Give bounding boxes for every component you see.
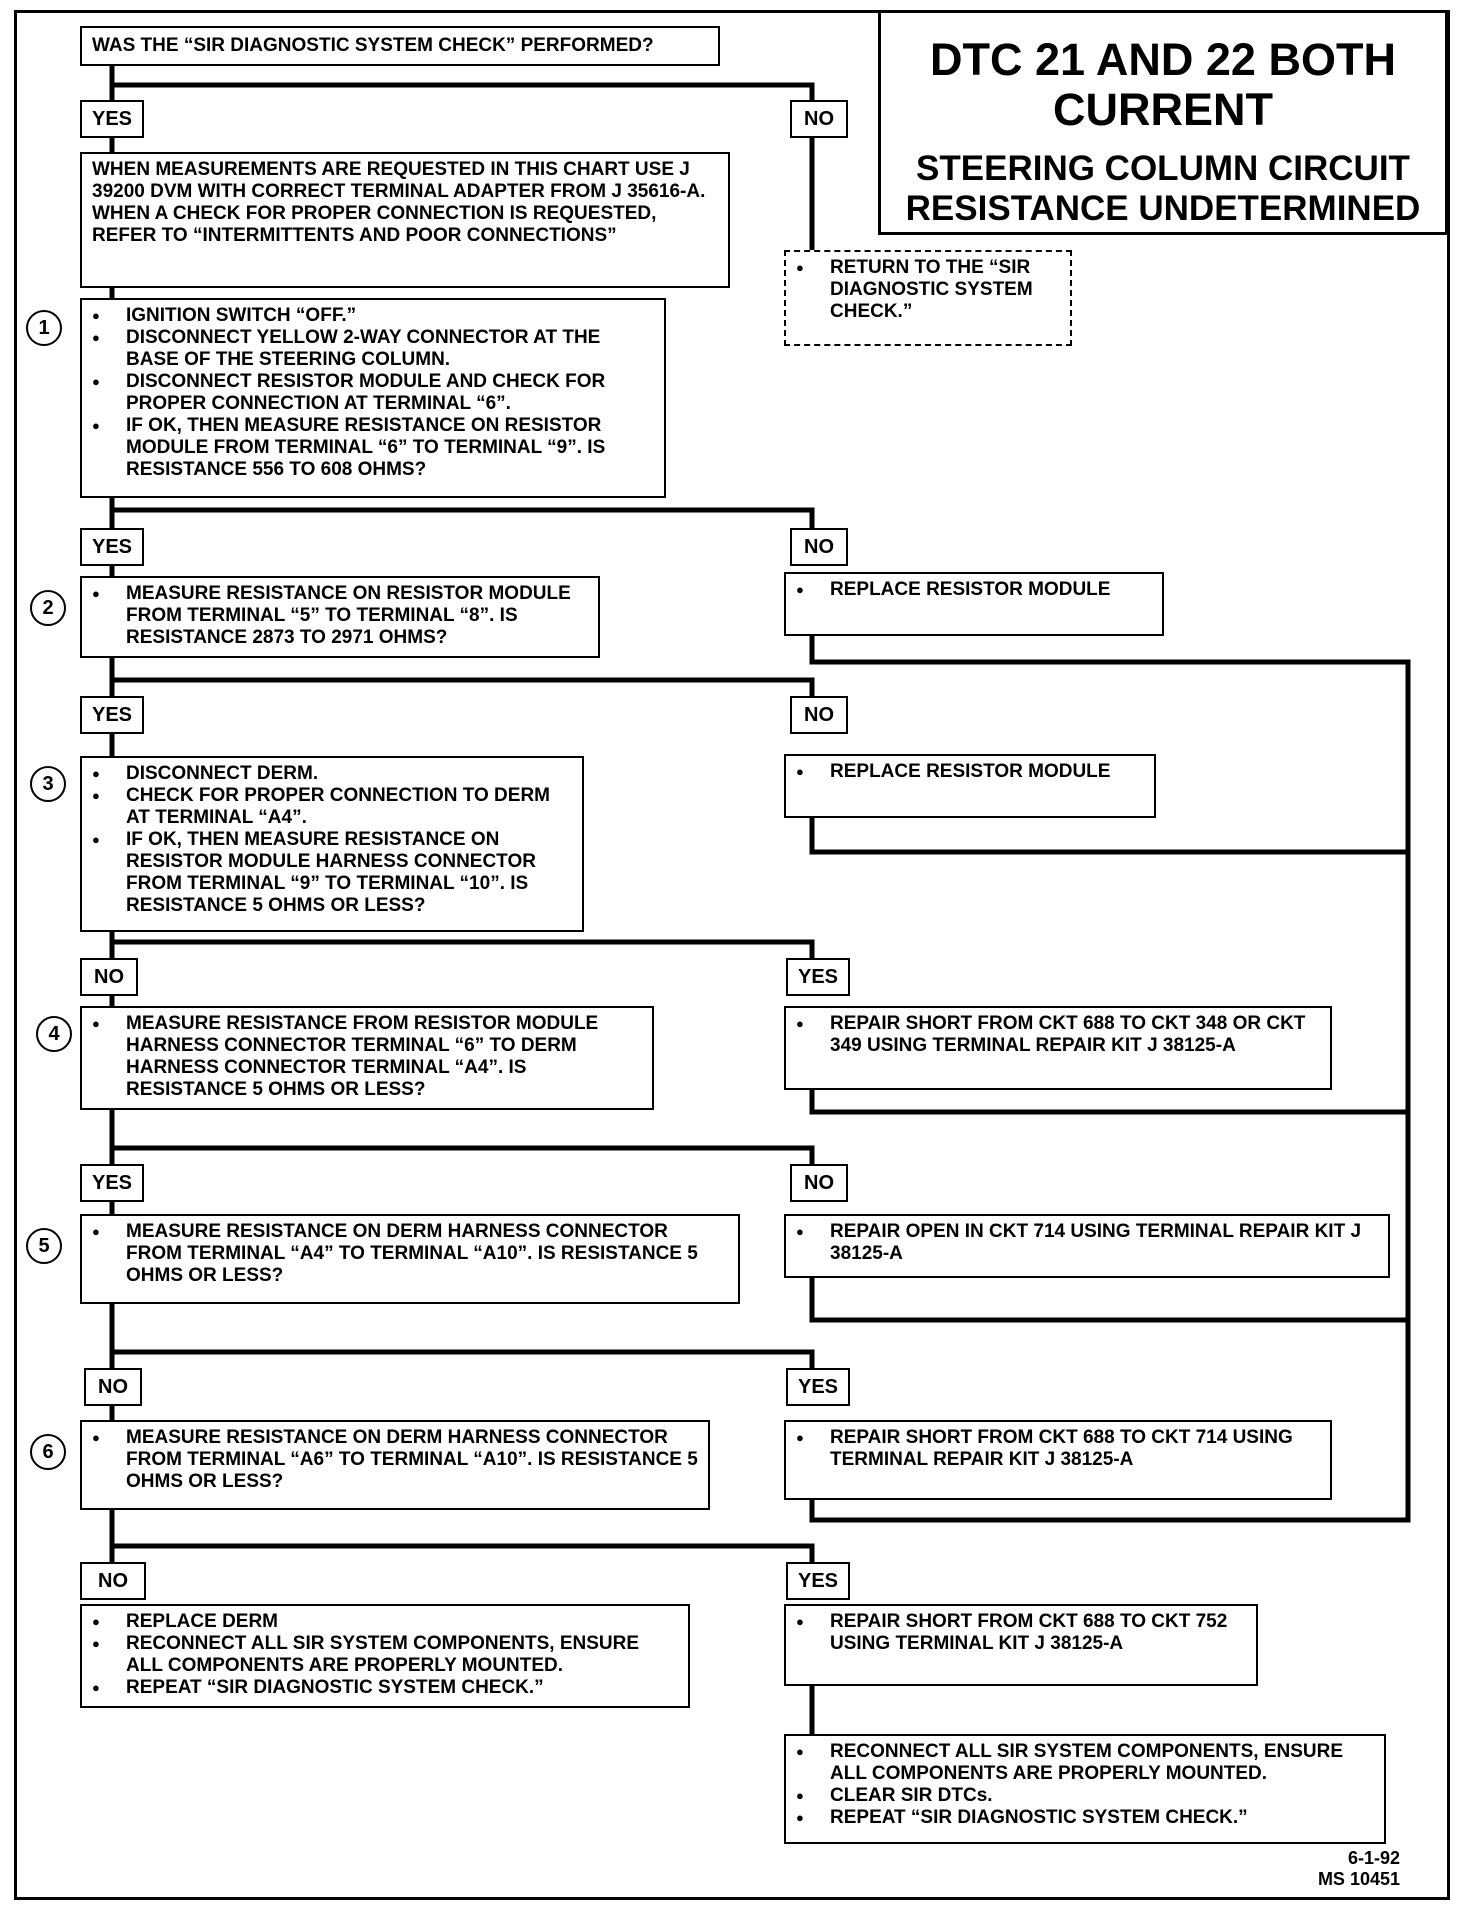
title-line-2: CURRENT	[1053, 84, 1273, 135]
step-1-item: IGNITION SWITCH “OFF.”	[92, 305, 654, 327]
step-2-box: MEASURE RESISTANCE ON RESISTOR MODULE FR…	[80, 576, 600, 658]
label-no-1: NO	[790, 528, 848, 566]
subtitle-line-2: RESISTANCE UNDETERMINED	[905, 189, 1421, 228]
repair-open-714-box: REPAIR OPEN IN CKT 714 USING TERMINAL RE…	[784, 1214, 1390, 1278]
replace-resistor-box-2: REPLACE RESISTOR MODULE	[784, 754, 1156, 818]
step-3-item: IF OK, THEN MEASURE RESISTANCE ON RESIST…	[92, 829, 572, 917]
question-box: WAS THE “SIR DIAGNOSTIC SYSTEM CHECK” PE…	[80, 26, 720, 66]
repair-short-752-box: REPAIR SHORT FROM CKT 688 TO CKT 752 USI…	[784, 1604, 1258, 1686]
step-2-item: MEASURE RESISTANCE ON RESISTOR MODULE FR…	[92, 583, 588, 649]
step-3-item: CHECK FOR PROPER CONNECTION TO DERM AT T…	[92, 785, 572, 829]
final-item: CLEAR SIR DTCs.	[796, 1785, 1374, 1807]
final-item: RECONNECT ALL SIR SYSTEM COMPONENTS, ENS…	[796, 1741, 1374, 1785]
action-item: REPAIR SHORT FROM CKT 688 TO CKT 752 USI…	[796, 1611, 1246, 1655]
replace-derm-item: REPEAT “SIR DIAGNOSTIC SYSTEM CHECK.”	[92, 1677, 678, 1699]
subtitle-line-1: STEERING COLUMN CIRCUIT	[916, 149, 1410, 188]
label-yes-3: YES	[786, 958, 850, 996]
step-1-item: DISCONNECT YELLOW 2-WAY CONNECTOR AT THE…	[92, 327, 654, 371]
footer-code: MS 10451	[1317, 1869, 1400, 1889]
label-no-0: NO	[790, 100, 848, 138]
label-yes-5: YES	[786, 1368, 850, 1406]
title-line-1: DTC 21 AND 22 BOTH	[930, 34, 1396, 85]
step-5-item: MEASURE RESISTANCE ON DERM HARNESS CONNE…	[92, 1221, 728, 1287]
label-no-4: NO	[790, 1164, 848, 1202]
action-item: REPLACE RESISTOR MODULE	[796, 579, 1152, 601]
repair-short-348-box: REPAIR SHORT FROM CKT 688 TO CKT 348 OR …	[784, 1006, 1332, 1090]
label-yes-2: YES	[80, 696, 144, 734]
action-item: REPAIR OPEN IN CKT 714 USING TERMINAL RE…	[796, 1221, 1378, 1265]
footer: 6-1-92 MS 10451	[1290, 1848, 1400, 1890]
replace-resistor-box-1: REPLACE RESISTOR MODULE	[784, 572, 1164, 636]
step-1-item: IF OK, THEN MEASURE RESISTANCE ON RESIST…	[92, 415, 654, 481]
repair-short-714-box: REPAIR SHORT FROM CKT 688 TO CKT 714 USI…	[784, 1420, 1332, 1500]
label-no-2: NO	[790, 696, 848, 734]
intro-box: WHEN MEASUREMENTS ARE REQUESTED IN THIS …	[80, 152, 730, 288]
step-3-box: DISCONNECT DERM. CHECK FOR PROPER CONNEC…	[80, 756, 584, 932]
return-check-item: RETURN TO THE “SIR DIAGNOSTIC SYSTEM CHE…	[796, 257, 1060, 323]
page-border	[14, 10, 1450, 1900]
action-item: REPAIR SHORT FROM CKT 688 TO CKT 714 USI…	[796, 1427, 1320, 1471]
step-number-6: 6	[30, 1434, 66, 1470]
final-item: REPEAT “SIR DIAGNOSTIC SYSTEM CHECK.”	[796, 1807, 1374, 1829]
step-5-box: MEASURE RESISTANCE ON DERM HARNESS CONNE…	[80, 1214, 740, 1304]
step-1-box: IGNITION SWITCH “OFF.” DISCONNECT YELLOW…	[80, 298, 666, 498]
final-steps-box: RECONNECT ALL SIR SYSTEM COMPONENTS, ENS…	[784, 1734, 1386, 1844]
step-number-5: 5	[26, 1228, 62, 1264]
step-number-1: 1	[26, 310, 62, 346]
step-4-box: MEASURE RESISTANCE FROM RESISTOR MODULE …	[80, 1006, 654, 1110]
step-1-item: DISCONNECT RESISTOR MODULE AND CHECK FOR…	[92, 371, 654, 415]
step-number-2: 2	[30, 590, 66, 626]
action-item: REPAIR SHORT FROM CKT 688 TO CKT 348 OR …	[796, 1013, 1320, 1057]
label-yes-6: YES	[786, 1562, 850, 1600]
step-6-item: MEASURE RESISTANCE ON DERM HARNESS CONNE…	[92, 1427, 698, 1493]
label-yes-1: YES	[80, 528, 144, 566]
label-no-5: NO	[84, 1368, 142, 1406]
action-item: REPLACE RESISTOR MODULE	[796, 761, 1144, 783]
label-yes-0: YES	[80, 100, 144, 138]
step-number-3: 3	[30, 766, 66, 802]
step-4-item: MEASURE RESISTANCE FROM RESISTOR MODULE …	[92, 1013, 642, 1101]
footer-date: 6-1-92	[1347, 1848, 1400, 1868]
replace-derm-box: REPLACE DERM RECONNECT ALL SIR SYSTEM CO…	[80, 1604, 690, 1708]
return-check-box: RETURN TO THE “SIR DIAGNOSTIC SYSTEM CHE…	[784, 250, 1072, 346]
label-no-6: NO	[80, 1562, 146, 1600]
replace-derm-item: RECONNECT ALL SIR SYSTEM COMPONENTS, ENS…	[92, 1633, 678, 1677]
label-yes-4: YES	[80, 1164, 144, 1202]
label-no-3: NO	[80, 958, 138, 996]
replace-derm-item: REPLACE DERM	[92, 1611, 678, 1633]
step-3-item: DISCONNECT DERM.	[92, 763, 572, 785]
step-number-4: 4	[36, 1016, 72, 1052]
step-6-box: MEASURE RESISTANCE ON DERM HARNESS CONNE…	[80, 1420, 710, 1510]
